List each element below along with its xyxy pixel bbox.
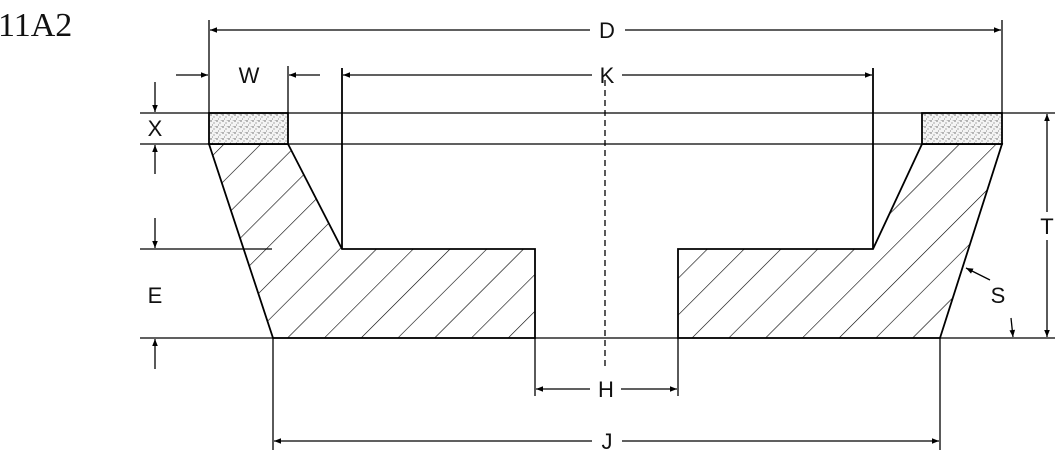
s-leader-lower [1009, 317, 1016, 338]
left-abrasive-rim [208, 112, 289, 145]
label-h: H [598, 377, 614, 402]
label-e: E [148, 283, 163, 308]
label-d: D [599, 18, 615, 43]
label-w: W [239, 63, 260, 88]
diagram-title: 11A2 [0, 7, 72, 44]
label-s: S [991, 283, 1006, 308]
right-body-section [677, 143, 1004, 339]
label-k: K [600, 63, 615, 88]
s-leader-upper [965, 267, 991, 281]
left-body-section [207, 143, 536, 339]
label-t: T [1040, 214, 1053, 239]
label-x: X [148, 116, 163, 141]
right-abrasive-rim [921, 112, 1003, 145]
label-j: J [602, 429, 613, 454]
